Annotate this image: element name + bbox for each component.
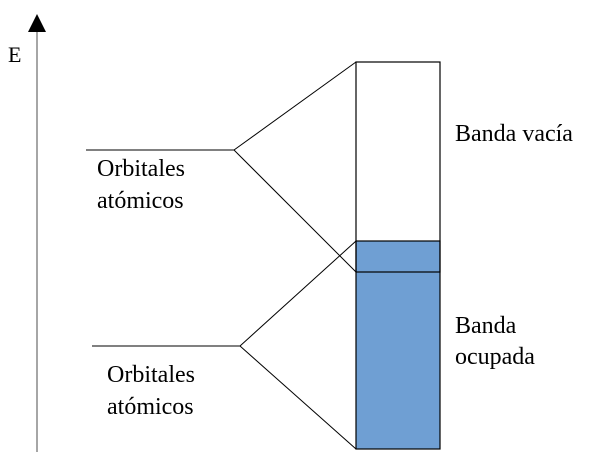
occupied-band-fill [356, 241, 440, 449]
upper-orbital-label-line1: Orbitales [97, 156, 185, 182]
lower-orbital-split-top [239, 240, 357, 347]
occupied-band-label-line2: ocupada [455, 344, 535, 370]
occupied-band-label-line1: Banda [455, 313, 517, 339]
energy-axis-arrowhead [28, 14, 46, 32]
empty-band-box [355, 61, 441, 273]
occupied-band-box [355, 240, 441, 450]
lower-orbital-label-line2: atómicos [107, 394, 194, 420]
empty-band-label: Banda vacía [455, 121, 573, 147]
energy-axis-label: E [8, 42, 21, 67]
lower-orbital-split-bottom [239, 345, 357, 450]
lower-orbital-label-line1: Orbitales [107, 362, 195, 388]
upper-orbital-label-line2: atómicos [97, 188, 184, 214]
upper-orbital-split-bottom [233, 149, 357, 273]
upper-orbital-split-top [233, 61, 357, 151]
